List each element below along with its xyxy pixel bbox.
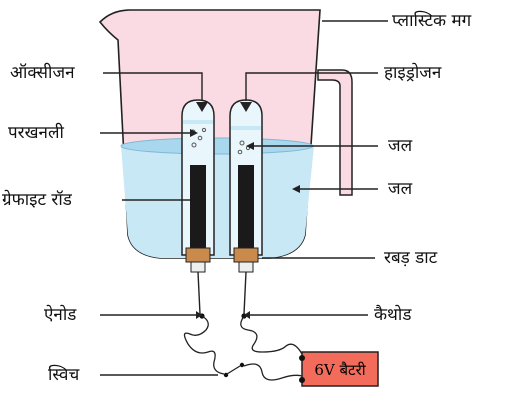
wire-cathode (240, 315, 303, 355)
wire-anode (183, 315, 225, 375)
label-plastic-mug: प्लास्टिक मग (392, 11, 472, 31)
label-test-tube: परखनली (8, 123, 64, 143)
label-graphite-rod: ग्रेफाइट रॉड (2, 190, 72, 210)
label-oxygen: ऑक्सीजन (10, 63, 75, 83)
label-water-mug: जल (388, 179, 413, 199)
label-anode: ऐनोड (44, 305, 77, 325)
label-rubber-stopper: रबड़ डाट (384, 248, 438, 268)
test-tube-oxygen (181, 99, 215, 273)
test-tube-hydrogen (229, 99, 263, 273)
switch-lever (226, 365, 241, 375)
battery-label: 6V बैटरी (314, 361, 366, 379)
label-cathode: कैथोड (374, 305, 412, 325)
wire-switch-battery (243, 363, 303, 381)
battery (301, 351, 379, 387)
mug-handle (317, 69, 353, 196)
label-switch: स्विच (48, 365, 80, 385)
label-water-tube: जल (388, 136, 413, 156)
water (121, 140, 314, 258)
label-hydrogen: हाइड्रोजन (384, 63, 442, 83)
